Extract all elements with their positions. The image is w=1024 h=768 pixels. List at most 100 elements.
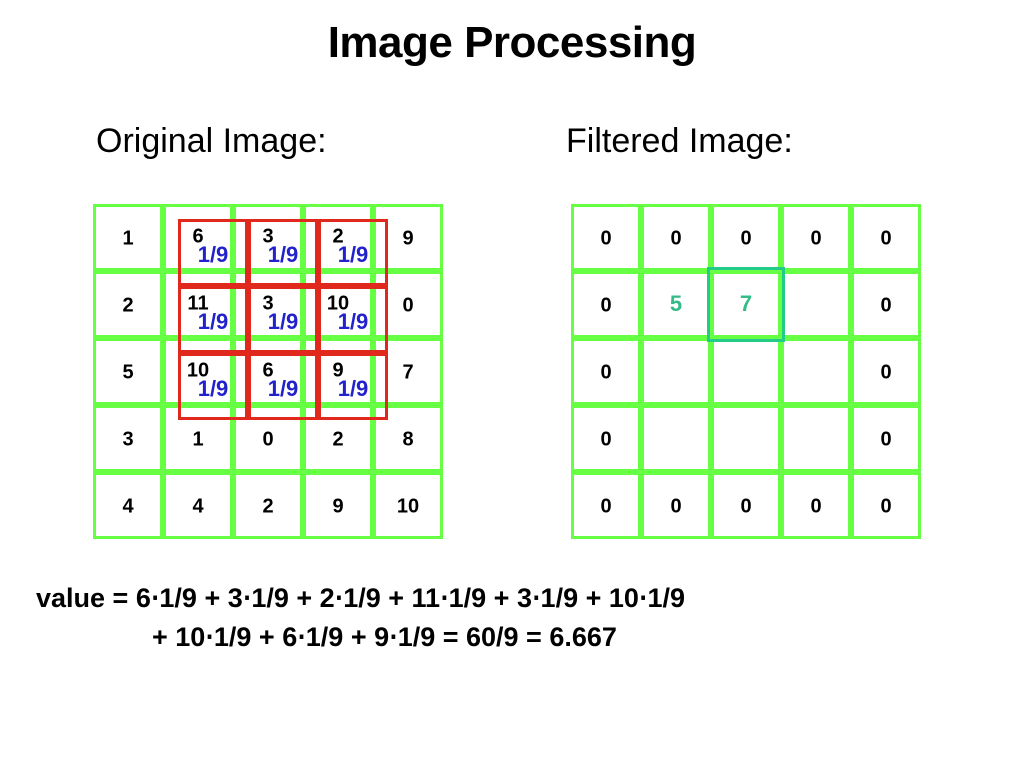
pixel-value: 0: [880, 227, 892, 250]
grid-cell: [303, 405, 373, 472]
pixel-value: 0: [880, 495, 892, 518]
kernel-cell: [248, 286, 318, 353]
pixel-value: 2: [332, 428, 344, 451]
pixel-value: 2: [262, 495, 274, 518]
grid-cell: [711, 338, 781, 405]
grid-cell: [641, 204, 711, 271]
pixel-value: 10: [326, 292, 350, 315]
pixel-value: 10: [396, 495, 420, 518]
grid-cell: [851, 405, 921, 472]
grid-cell: [781, 472, 851, 539]
page-title: Image Processing: [327, 18, 697, 67]
grid-cell: [781, 271, 851, 338]
pixel-value: 4: [192, 495, 204, 518]
grid-cell: [781, 204, 851, 271]
grid-cell: [373, 405, 443, 472]
kernel-cell: [318, 219, 388, 286]
formula-line-1: value = 6⋅1/9 + 3⋅1/9 + 2⋅1/9 + 11⋅1/9 +…: [36, 583, 686, 613]
pixel-value: 0: [880, 428, 892, 451]
grid-cell: [571, 338, 641, 405]
grid-cell: [93, 204, 163, 271]
pixel-value: 0: [670, 495, 682, 518]
grid-cell: [373, 271, 443, 338]
pixel-value: 10: [186, 359, 210, 382]
pixel-value: 0: [740, 227, 752, 250]
grid-cell: [163, 271, 233, 338]
pixel-value: 0: [810, 227, 822, 250]
pixel-value: 3: [262, 225, 274, 248]
current-output-highlight: [707, 267, 785, 342]
formula-line-2: + 10⋅1/9 + 6⋅1/9 + 9⋅1/9 = 60/9 = 6.667: [152, 622, 617, 652]
pixel-value: 0: [600, 495, 612, 518]
grid-cell: [233, 472, 303, 539]
grid-cell: [781, 405, 851, 472]
grid-cell: [851, 472, 921, 539]
pixel-value: 0: [740, 495, 752, 518]
pixel-value: 1: [122, 227, 134, 250]
grid-cell: [781, 338, 851, 405]
kernel-weight: 1/9: [197, 242, 229, 267]
computed-value: 7: [739, 291, 753, 316]
filtered-image-label: Filtered Image:: [566, 122, 793, 160]
pixel-value: 0: [262, 428, 274, 451]
grid-cell: [233, 338, 303, 405]
pixel-value: 9: [332, 495, 344, 518]
kernel-weight: 1/9: [337, 242, 369, 267]
grid-cell: [373, 338, 443, 405]
grid-cell: [711, 405, 781, 472]
grid-cell: [163, 472, 233, 539]
pixel-value: 2: [122, 294, 134, 317]
grid-cell: [571, 204, 641, 271]
grid-cell: [163, 405, 233, 472]
grid-cell: [571, 405, 641, 472]
kernel-weight: 1/9: [267, 309, 299, 334]
pixel-value: 0: [880, 294, 892, 317]
grid-cell: [93, 472, 163, 539]
pixel-value: 9: [332, 359, 344, 382]
kernel-weight: 1/9: [197, 309, 229, 334]
kernel-weight: 1/9: [337, 309, 369, 334]
kernel-weight: 1/9: [267, 376, 299, 401]
grid-cell: [571, 472, 641, 539]
pixel-value: 0: [600, 428, 612, 451]
grid-cell: [711, 271, 781, 338]
grid-cell: [373, 204, 443, 271]
grid-cell: [163, 338, 233, 405]
grid-cell: [373, 472, 443, 539]
grid-cell: [233, 271, 303, 338]
kernel-cell: [248, 219, 318, 286]
grid-cell: [641, 472, 711, 539]
pixel-value: 0: [402, 294, 414, 317]
pixel-value: 6: [192, 225, 204, 248]
kernel-cell: [248, 353, 318, 420]
grid-cell: [93, 405, 163, 472]
pixel-value: 0: [880, 361, 892, 384]
pixel-value: 7: [402, 361, 414, 384]
grid-cell: [93, 271, 163, 338]
kernel-weight: 1/9: [267, 242, 299, 267]
grid-cell: [233, 405, 303, 472]
grid-cell: [233, 204, 303, 271]
pixel-value: 3: [262, 292, 274, 315]
grid-cell: [303, 472, 373, 539]
pixel-value: 0: [600, 294, 612, 317]
pixel-value: 2: [332, 225, 344, 248]
grid-cell: [851, 338, 921, 405]
kernel-weight: 1/9: [197, 376, 229, 401]
pixel-value: 1: [192, 428, 204, 451]
pixel-value: 3: [122, 428, 134, 451]
pixel-value: 0: [670, 227, 682, 250]
kernel-cell: [318, 353, 388, 420]
grid-cell: [711, 472, 781, 539]
kernel-weight: 1/9: [337, 376, 369, 401]
pixel-value: 4: [122, 495, 134, 518]
pixel-value: 0: [600, 361, 612, 384]
kernel-cell: [318, 286, 388, 353]
pixel-value: 6: [262, 359, 274, 382]
grid-cell: [641, 338, 711, 405]
kernel-cell: [178, 286, 248, 353]
kernel-cell: [178, 353, 248, 420]
pixel-value: 5: [122, 361, 134, 384]
